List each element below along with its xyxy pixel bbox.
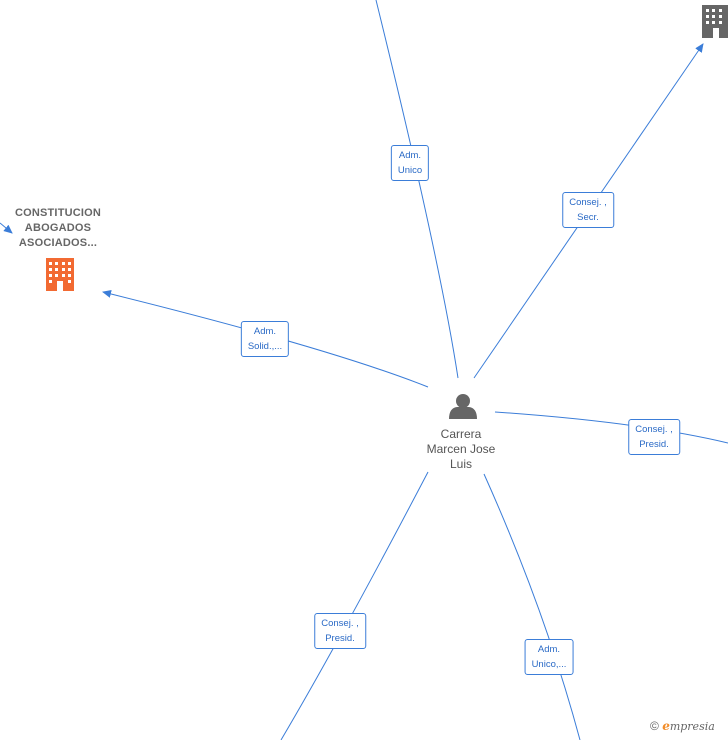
company-name-line: CONSTITUCION bbox=[14, 207, 102, 219]
edge-label-line: Presid. bbox=[639, 439, 669, 450]
edge-label-adm-unico[interactable]: Adm. Unico bbox=[390, 145, 430, 181]
company-name[interactable]: CONSTITUCION ABOGADOS ASOCIADOS... bbox=[8, 206, 108, 251]
edge-label-line: Consej. , bbox=[321, 618, 359, 629]
person-icon[interactable] bbox=[449, 394, 477, 419]
edge-label-consej-secr[interactable]: Consej. , Secr. bbox=[562, 192, 614, 228]
edge-label-line: Adm. bbox=[253, 326, 277, 337]
empresia-watermark: © empresia bbox=[650, 719, 715, 733]
edge-label-line: Unico,... bbox=[531, 659, 567, 670]
edge-label-line: Solid.,... bbox=[247, 341, 283, 352]
company-name-line: ABOGADOS bbox=[24, 222, 92, 234]
edge-label-line: Unico bbox=[397, 165, 423, 176]
edge-adm-solid bbox=[102, 290, 429, 388]
edge-offscreen-left bbox=[0, 222, 13, 234]
company-name-line: ASOCIADOS... bbox=[18, 237, 98, 249]
edge-adm-unico-top bbox=[375, 0, 459, 379]
person-name-line: Carrera bbox=[440, 427, 482, 441]
person-name-line: Luis bbox=[449, 457, 472, 471]
copyright-symbol: © bbox=[650, 719, 659, 733]
edge-label-line: Consej. , bbox=[635, 424, 673, 435]
edge-label-line: Secr. bbox=[577, 212, 599, 223]
edge-label-line: Adm. bbox=[537, 644, 561, 655]
person-name[interactable]: Carrera Marcen Jose Luis bbox=[411, 427, 511, 472]
building-icon-secondary[interactable] bbox=[702, 5, 728, 38]
edge-label-consej-presid-right[interactable]: Consej. , Presid. bbox=[628, 419, 680, 455]
person-name-line: Marcen Jose bbox=[426, 442, 496, 456]
edge-label-line: Adm. bbox=[398, 150, 422, 161]
edge-label-adm-unico-bottom[interactable]: Adm. Unico,... bbox=[524, 639, 574, 675]
edge-label-adm-solid[interactable]: Adm. Solid.,... bbox=[240, 321, 290, 357]
brand-name: mpresia bbox=[669, 720, 715, 733]
brand-e-logo: e bbox=[662, 719, 670, 733]
edge-label-consej-presid-bottom[interactable]: Consej. , Presid. bbox=[314, 613, 366, 649]
edge-adm-unico-bottom bbox=[483, 473, 581, 740]
edge-label-line: Presid. bbox=[325, 633, 355, 644]
building-icon[interactable] bbox=[46, 258, 74, 291]
edge-label-line: Consej. , bbox=[569, 197, 607, 208]
edge-consej-presid-bottom bbox=[280, 471, 429, 740]
edge-consej-presid-right bbox=[494, 411, 728, 444]
